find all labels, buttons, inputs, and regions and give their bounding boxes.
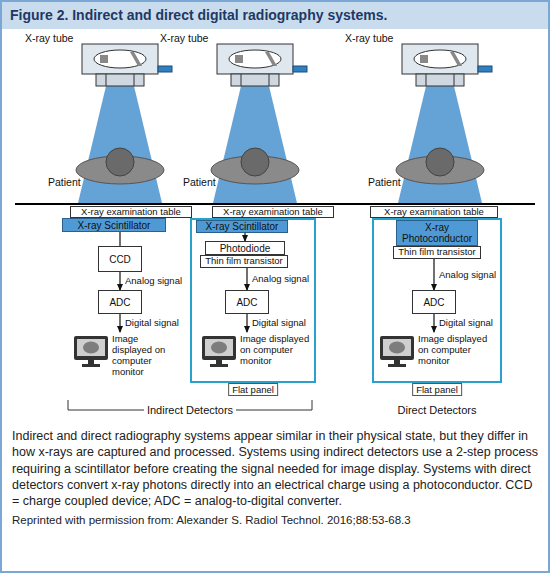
part-label: Patient xyxy=(183,176,216,188)
node-text: X-ray Scintillator xyxy=(78,220,151,231)
part-label: X-ray tube xyxy=(345,32,393,44)
monitor-icon xyxy=(202,336,236,367)
process-box: Thin film transistor xyxy=(200,255,288,268)
tube-patient-figure xyxy=(396,44,492,203)
process-box: Photodiode xyxy=(205,241,285,255)
signal-label: Analog signal xyxy=(438,269,497,280)
process-box: CCD xyxy=(98,246,142,272)
monitor-icon xyxy=(74,336,108,367)
node-text: X-ray examination table xyxy=(223,207,323,217)
signal-label: Analog signal xyxy=(124,275,183,286)
process-box: ADC xyxy=(225,290,269,314)
process-box: Thin film transistor xyxy=(393,246,481,259)
flat-panel-box: Flat panelX-ray PhotoconductorThin film … xyxy=(372,218,502,383)
photoconductor-box: X-ray Photoconductor xyxy=(396,220,478,246)
part-label: X-ray tube xyxy=(160,32,208,44)
signal-label: Digital signal xyxy=(251,317,307,328)
tube-patient-figure xyxy=(211,44,307,203)
part-label: X-ray tube xyxy=(25,32,73,44)
node-text: X-ray examination table xyxy=(384,207,484,217)
table-line xyxy=(15,203,535,205)
group-label: Direct Detectors xyxy=(395,404,480,416)
monitor-icon xyxy=(380,336,414,367)
title-band xyxy=(2,2,548,29)
part-label: Patient xyxy=(48,176,81,188)
monitor-node: Image displayed on computer monitor xyxy=(72,332,180,378)
signal-label: Digital signal xyxy=(438,317,494,328)
scintillator-box: X-ray Scintillator xyxy=(62,218,166,232)
signal-arrow xyxy=(119,272,120,290)
signal-arrow xyxy=(433,314,434,332)
table-label-box: X-ray examination table xyxy=(70,206,192,218)
group-label: Indirect Detectors xyxy=(144,404,236,416)
credit-line: Reprinted with permission from: Alexande… xyxy=(12,514,411,526)
node-text: Thin film transistor xyxy=(398,247,476,257)
signal-arrow xyxy=(119,314,120,332)
signal-arrow xyxy=(433,259,434,290)
node-text: X-ray Photoconductor xyxy=(400,222,474,244)
part-label: Patient xyxy=(368,176,401,188)
tube-patient-figure xyxy=(76,44,172,203)
signal-arrow xyxy=(119,232,120,246)
node-text: ADC xyxy=(109,297,130,308)
table-label-box: X-ray examination table xyxy=(370,206,498,218)
signal-label: Analog signal xyxy=(251,273,310,284)
process-box: ADC xyxy=(412,290,456,314)
node-text: ADC xyxy=(236,297,257,308)
signal-label: Digital signal xyxy=(124,317,180,328)
node-text: Photodiode xyxy=(220,243,271,254)
table-label-box: X-ray examination table xyxy=(212,206,334,218)
node-text: Image displayed on computer monitor xyxy=(418,334,500,367)
flat-panel-label: Flat panel xyxy=(228,383,278,396)
figure-caption: Indirect and direct radiography systems … xyxy=(12,428,538,509)
node-text: X-ray examination table xyxy=(81,207,181,217)
monitor-node: Image displayed on computer monitor xyxy=(200,332,312,372)
signal-arrow xyxy=(246,314,247,332)
node-text: X-ray Scintillator xyxy=(206,221,279,232)
signal-arrow xyxy=(246,268,247,290)
node-text: Thin film transistor xyxy=(205,256,283,266)
node-text: ADC xyxy=(423,297,444,308)
flat-panel-label: Flat panel xyxy=(412,383,462,396)
scintillator-box: X-ray Scintillator xyxy=(196,220,288,233)
monitor-node: Image displayed on computer monitor xyxy=(378,332,500,372)
figure-title: Figure 2. Indirect and direct digital ra… xyxy=(10,7,387,23)
node-text: Image displayed on computer monitor xyxy=(112,334,180,378)
node-text: Image displayed on computer monitor xyxy=(240,334,312,367)
signal-arrow xyxy=(244,233,245,241)
process-box: ADC xyxy=(98,290,142,314)
flat-panel-box: Flat panelX-ray ScintillatorPhotodiodeTh… xyxy=(190,218,316,383)
node-text: CCD xyxy=(109,254,131,265)
